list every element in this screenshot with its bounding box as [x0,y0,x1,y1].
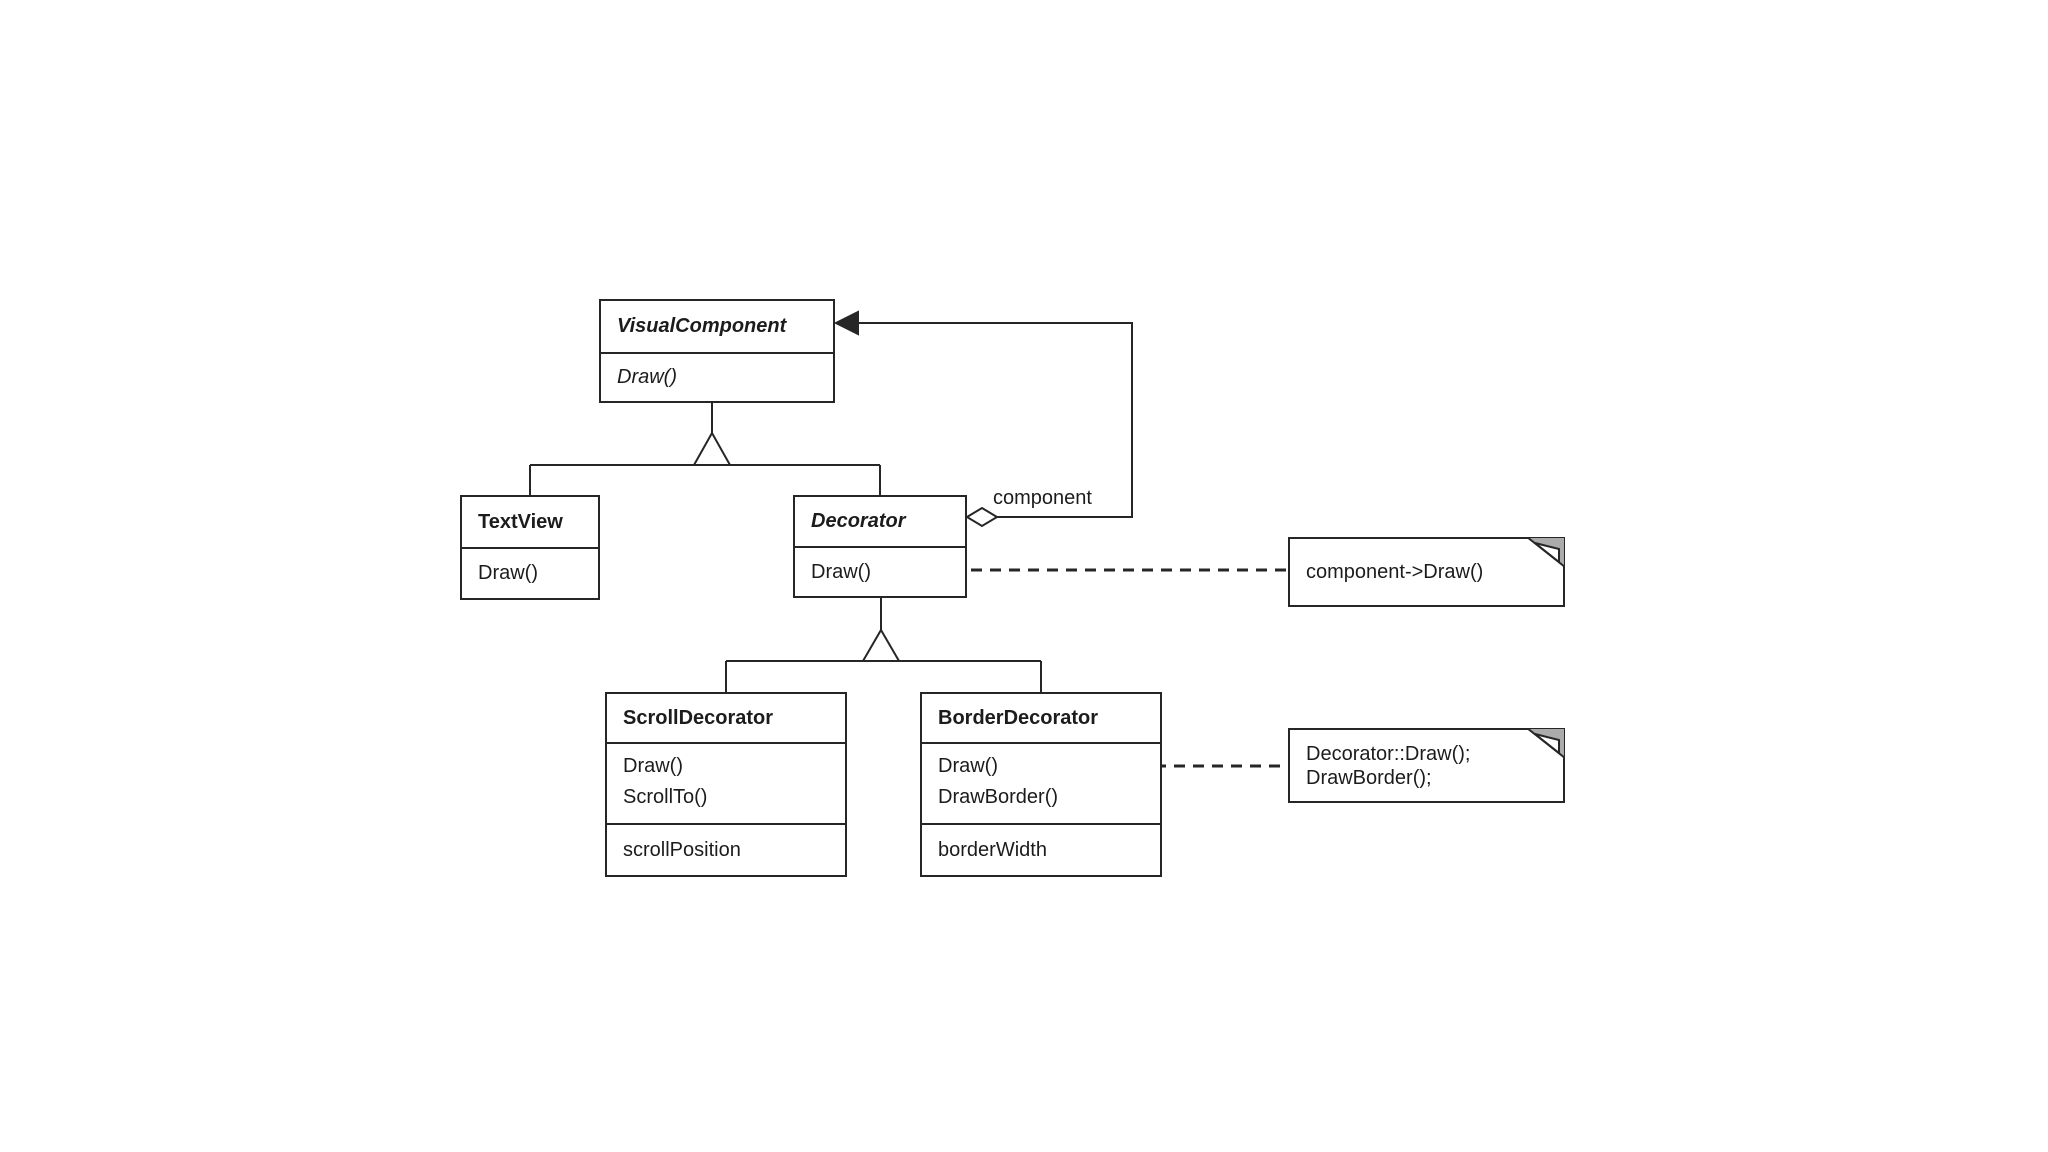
attribute-label: scrollPosition [607,823,845,875]
class-borderdecorator: BorderDecorator Draw() DrawBorder() bord… [920,692,1162,877]
class-scrolldecorator: ScrollDecorator Draw() ScrollTo() scroll… [605,692,847,877]
class-name: Decorator [795,497,965,548]
method-label: Draw() [811,560,871,583]
class-name: ScrollDecorator [607,694,845,744]
note-dogear-icon [1527,728,1565,758]
aggregation-diamond-icon [965,506,999,528]
inheritance-triangle-icon [861,628,901,662]
method-label: Draw() [478,562,538,584]
inheritance-triangle-icon [692,430,732,466]
note-text: DrawBorder(); [1306,766,1432,789]
class-textview: TextView Draw() [460,495,600,600]
note-component-draw: component->Draw() [1288,537,1565,607]
method-label: ScrollTo() [623,786,708,808]
note-dogear-icon [1527,537,1565,567]
class-name: TextView [462,497,598,549]
methods-compartment: Draw() ScrollTo() [607,744,845,823]
method-label: Draw() [617,366,677,388]
note-text: component->Draw() [1306,561,1484,583]
aggregation-arrowhead-icon [833,310,859,336]
note-decorator-draw-border: Decorator::Draw(); DrawBorder(); [1288,728,1565,803]
method-label: Draw() [938,755,998,777]
class-name: VisualComponent [601,301,833,354]
class-name: BorderDecorator [922,694,1160,744]
method-label: Draw() [623,755,683,777]
attribute-label: borderWidth [922,823,1160,875]
method-label: DrawBorder() [938,786,1059,808]
note-text: Decorator::Draw(); [1306,742,1471,765]
aggregation-role-label: component [993,487,1092,510]
class-visualcomponent: VisualComponent Draw() [599,299,835,403]
class-decorator: Decorator Draw() [793,495,967,598]
methods-compartment: Draw() DrawBorder() [922,744,1160,823]
